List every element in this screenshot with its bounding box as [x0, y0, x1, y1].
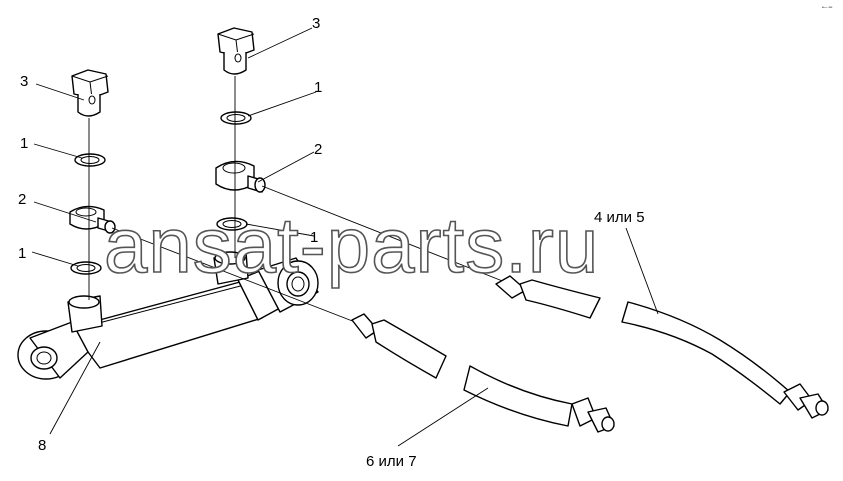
- left-washer-upper: [74, 153, 106, 167]
- callout-1-right-lower: 1: [310, 229, 318, 246]
- left-banjo-bolt: [71, 69, 109, 117]
- leader-lines: [31, 27, 659, 447]
- hydraulic-cylinder: [17, 251, 319, 380]
- callout-4-or-5: 4 или 5: [594, 209, 645, 226]
- hose-6-or-7: [351, 313, 615, 433]
- watermark: ansat-parts.ru: [104, 201, 599, 289]
- right-banjo-bolt: [217, 27, 255, 75]
- left-banjo-fitting: [69, 205, 116, 234]
- callout-labels: 3 3 1 1 1 1 2 2 4 или 5 6 или 7 8: [18, 15, 645, 470]
- callout-1-right-upper: 1: [314, 79, 322, 96]
- callout-3-right: 3: [312, 15, 320, 32]
- left-washer-lower: [70, 261, 102, 275]
- callout-8: 8: [38, 437, 46, 454]
- corner-mark: •─ ═: [822, 5, 833, 11]
- assembly-axes: [88, 76, 506, 323]
- callout-3-left: 3: [20, 73, 28, 90]
- callout-2-right: 2: [314, 141, 322, 158]
- callout-1-left-lower: 1: [18, 245, 26, 262]
- callout-1-left-upper: 1: [20, 135, 28, 152]
- right-washer-lower: [216, 217, 248, 231]
- callout-6-or-7: 6 или 7: [366, 453, 417, 470]
- hose-4-or-5: [495, 275, 829, 419]
- right-washer-upper: [220, 111, 252, 125]
- right-banjo-fitting: [215, 160, 266, 193]
- callout-2-left: 2: [18, 191, 26, 208]
